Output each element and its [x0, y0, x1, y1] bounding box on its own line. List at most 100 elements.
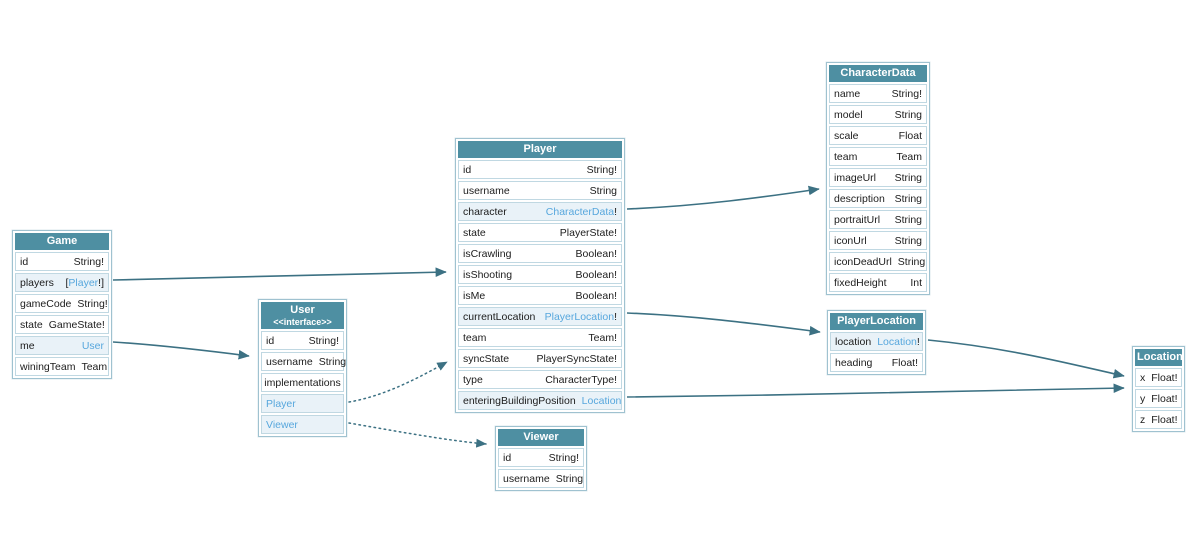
type-node-title-characterdata[interactable]: CharacterData [829, 65, 927, 82]
type-node-title-playerlocation[interactable]: PlayerLocation [830, 313, 923, 330]
field-name: username [266, 355, 313, 368]
type-text: [ [65, 276, 69, 289]
type-text: String [894, 213, 922, 226]
player-field-currentlocation[interactable]: currentLocation PlayerLocation! [458, 307, 622, 326]
type-text: !] [98, 276, 104, 289]
field-name: name [834, 87, 861, 100]
field-name[interactable]: Player [266, 397, 296, 410]
type-text: String [894, 171, 922, 184]
type-link-characterdata[interactable]: CharacterData [545, 205, 615, 218]
type-text: String [318, 355, 347, 368]
field-type: String! [892, 88, 922, 100]
field-type: Boolean! [576, 248, 617, 260]
type-text: ! [614, 205, 617, 218]
user-field-username[interactable]: username String [261, 352, 347, 371]
user-field-viewer[interactable]: Viewer [261, 415, 344, 434]
type-node-title-player[interactable]: Player [458, 141, 622, 158]
type-node-title-game[interactable]: Game [15, 233, 109, 250]
game-field-players[interactable]: players [Player!] [15, 273, 109, 292]
characterdata-field-name[interactable]: name String! [829, 84, 927, 103]
field-name: scale [834, 129, 859, 142]
type-node-title-location[interactable]: Location [1135, 349, 1183, 366]
field-type: String [590, 185, 617, 197]
field-name: isCrawling [463, 247, 512, 260]
edge-player-character-to-characterdata [626, 185, 820, 210]
field-name[interactable]: Viewer [266, 418, 298, 431]
field-name: isShooting [463, 268, 513, 281]
field-type: String! [77, 298, 107, 310]
field-type: PlayerLocation! [545, 311, 617, 323]
type-link-location[interactable]: Location [877, 335, 917, 348]
edge-user-viewer-implementation [348, 422, 487, 448]
type-link-playerlocation[interactable]: PlayerLocation [544, 310, 615, 323]
type-link-player[interactable]: Player [68, 276, 99, 289]
field-type: String [556, 473, 583, 485]
type-text: Boolean! [575, 247, 617, 260]
game-field-gamecode[interactable]: gameCode String! [15, 294, 109, 313]
user-field-player[interactable]: Player [261, 394, 344, 413]
type-node-title-user[interactable]: User<<interface>> [261, 302, 344, 329]
location-field-x[interactable]: x Float! [1135, 368, 1182, 387]
field-type: Team [81, 361, 107, 373]
field-name: username [463, 184, 510, 197]
type-text: String [589, 184, 617, 197]
field-type: String [895, 214, 922, 226]
type-link-location[interactable]: Location [581, 394, 622, 407]
type-node-subtitle-user: <<interface>> [273, 317, 332, 327]
player-field-username[interactable]: username String [458, 181, 622, 200]
type-node-title-viewer[interactable]: Viewer [498, 429, 584, 446]
field-name: x [1140, 371, 1146, 384]
field-name: location [835, 335, 872, 348]
field-name: currentLocation [463, 310, 536, 323]
field-name: gameCode [20, 297, 72, 310]
player-field-iscrawling[interactable]: isCrawling Boolean! [458, 244, 622, 263]
field-type: PlayerState! [560, 227, 617, 239]
type-text: Float! [1151, 413, 1178, 426]
user-field-implementations[interactable]: implementations [261, 373, 344, 392]
field-type: Float! [1151, 393, 1177, 405]
player-field-isshooting[interactable]: isShooting Boolean! [458, 265, 622, 284]
type-text: String! [73, 255, 104, 268]
field-type: Location [582, 395, 622, 407]
type-text: Int [910, 276, 922, 289]
type-text: Float! [1151, 371, 1178, 384]
type-text: Boolean! [575, 268, 617, 281]
type-link-user[interactable]: User [81, 339, 104, 352]
field-name: players [20, 276, 54, 289]
